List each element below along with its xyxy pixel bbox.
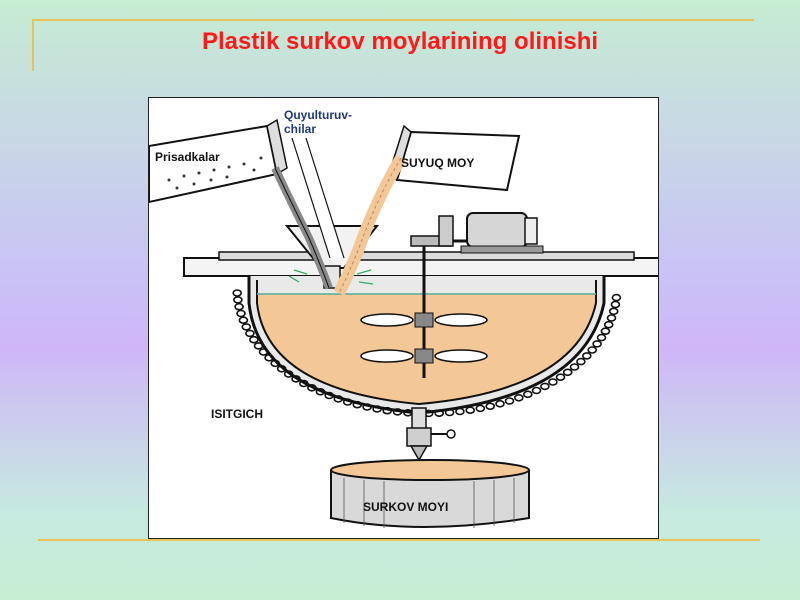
coil-loop xyxy=(270,359,280,368)
label-isitgich: ISITGICH xyxy=(211,407,264,421)
thickener-stream-edge xyxy=(291,137,345,259)
coil-loop xyxy=(342,398,353,406)
coil-loop xyxy=(238,316,249,324)
stirrer-blade-upper xyxy=(360,312,488,328)
coil-loop xyxy=(513,393,524,402)
coil-loop xyxy=(603,320,614,329)
valve-knob xyxy=(446,429,456,439)
coil-loop xyxy=(283,370,294,378)
coil-loop xyxy=(600,327,611,335)
coil-loop xyxy=(264,353,274,362)
coil-loop xyxy=(581,352,592,360)
top-decor-line xyxy=(32,19,754,21)
drain-pipe xyxy=(411,407,427,431)
coil-loop xyxy=(315,387,326,396)
coil-loop xyxy=(307,383,317,392)
coil-loop xyxy=(495,399,505,408)
drain-valve xyxy=(406,427,432,447)
coil-loop xyxy=(596,333,607,342)
coil-loop xyxy=(299,379,309,388)
oil-stream-edge xyxy=(338,157,402,294)
heater-coil xyxy=(232,289,622,418)
coil-loop xyxy=(592,340,602,348)
coil-loop xyxy=(236,309,246,318)
thickener-stream xyxy=(292,135,344,261)
coil-loop xyxy=(245,329,255,338)
bottom-decor-line xyxy=(38,539,760,541)
coil-loop xyxy=(291,375,301,383)
coil-loop xyxy=(485,402,496,411)
coil-loop xyxy=(504,397,515,405)
coil-loop xyxy=(610,300,621,309)
label-quyulturuvchilar: Quyulturuv- chilar xyxy=(284,108,352,136)
coil-loop xyxy=(392,408,403,416)
additives-stream-outline xyxy=(274,167,330,289)
drain-nozzle xyxy=(409,445,429,462)
coil-loop xyxy=(531,386,542,395)
coil-loop xyxy=(475,404,486,413)
coil-loop xyxy=(241,323,252,331)
pan-oil-surface xyxy=(330,459,530,481)
coil-loop xyxy=(352,400,363,409)
slide-title: Plastik surkov moylarining olinishi xyxy=(201,28,599,55)
coil-loop xyxy=(465,406,476,415)
coil-loop xyxy=(611,293,622,302)
label-surkov-moyi: SURKOV MOYI xyxy=(363,500,449,514)
label-suyuq-moy: SUYUQ MOY xyxy=(401,156,475,170)
coupling xyxy=(438,215,454,247)
coil-loop xyxy=(548,378,558,386)
coil-loop xyxy=(562,368,573,377)
coil-loop xyxy=(606,314,617,322)
coil-loop xyxy=(587,346,598,354)
coil-loop xyxy=(569,363,580,371)
label-prisadkalar: Prisadkalar xyxy=(155,150,220,164)
coil-loop xyxy=(522,390,533,399)
coil-loop xyxy=(372,405,382,413)
motor-body xyxy=(466,212,528,248)
coil-loop xyxy=(333,395,344,403)
stirrer-blade-lower xyxy=(360,348,488,364)
coil-loop xyxy=(576,357,586,366)
motor-end-cap xyxy=(524,217,538,245)
coil-loop xyxy=(434,409,445,418)
coil-loop xyxy=(455,407,465,416)
coil-loop xyxy=(258,348,269,356)
diagram-drawing xyxy=(149,118,658,528)
coil-loop xyxy=(540,382,550,391)
pan-hatching xyxy=(343,478,515,528)
splash-marks xyxy=(288,269,374,285)
coil-loop xyxy=(555,373,566,382)
coil-loop xyxy=(362,403,372,411)
left-decor-line xyxy=(32,19,34,71)
coil-loop xyxy=(276,364,287,373)
motor-base xyxy=(460,245,544,254)
vessel-inner-wall xyxy=(256,280,597,406)
coil-loop xyxy=(233,296,243,304)
coil-loop xyxy=(382,406,392,415)
coil-loop xyxy=(444,408,455,417)
coil-loop xyxy=(324,391,334,400)
coil-loop xyxy=(234,302,244,311)
coil-loop xyxy=(608,307,619,316)
receiving-pan-body xyxy=(330,470,530,528)
coil-loop xyxy=(249,335,259,344)
label-quyulturuvchilar-line1: Quyulturuv- xyxy=(284,108,352,122)
coil-loop xyxy=(232,289,242,297)
label-quyulturuvchilar-line2: chilar xyxy=(284,122,317,136)
grease-production-diagram: Prisadkalar Quyulturuv- chilar SUYUQ MOY… xyxy=(148,97,659,539)
coil-loop xyxy=(253,342,264,350)
top-plate-edge xyxy=(218,251,635,261)
